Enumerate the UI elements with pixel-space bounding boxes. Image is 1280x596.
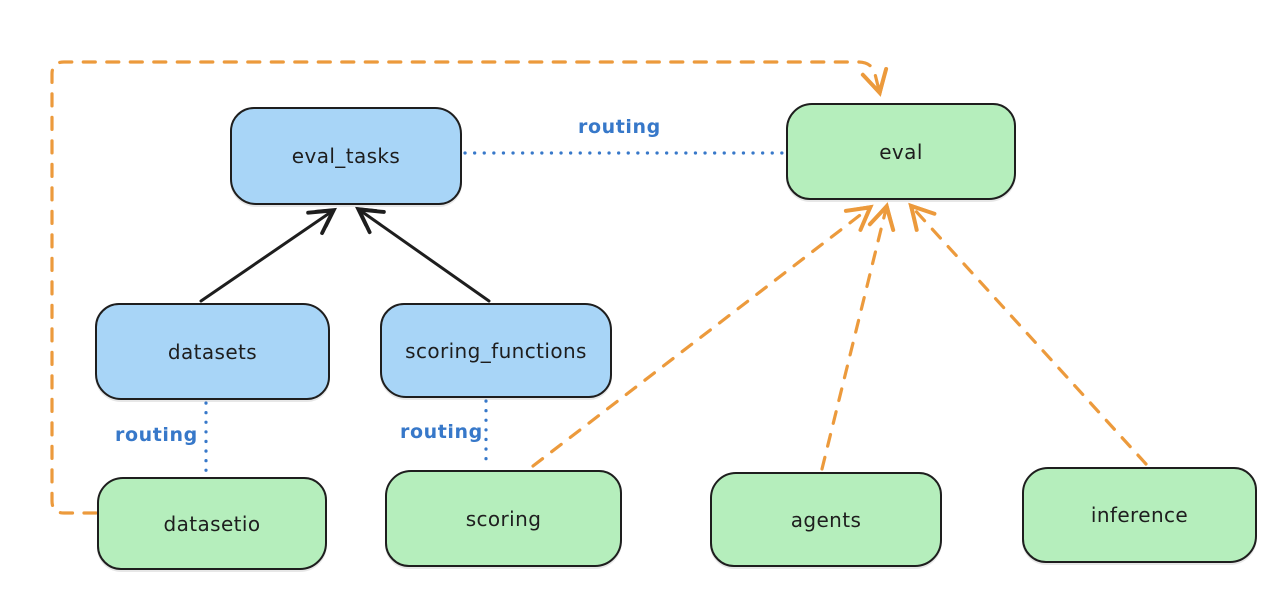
node-datasets-label: datasets: [167, 339, 258, 364]
node-agents-label: agents: [790, 507, 862, 532]
edge-label-routing-datasets-datasetio: routing: [115, 424, 198, 446]
edge-scoring-functions-to-eval-tasks: [355, 206, 491, 303]
node-scoring-label: scoring: [465, 506, 542, 531]
node-eval-label: eval: [879, 139, 923, 164]
edge-label-routing-scoring-functions-scoring: routing: [400, 421, 483, 443]
edge-agents-to-eval-dashed: [820, 202, 896, 471]
edge-scoring-to-eval-dashed: [531, 204, 874, 468]
node-scoring-functions-label: scoring_functions: [405, 338, 587, 363]
edge-inference-to-eval-dashed: [908, 202, 1148, 466]
edge-datasetio-to-eval-dashed: [50, 60, 889, 515]
node-inference: inference: [1022, 467, 1257, 563]
node-datasets: datasets: [95, 303, 330, 400]
node-inference-label: inference: [1090, 503, 1189, 527]
edge-datasets-to-eval-tasks: [199, 207, 337, 303]
node-eval-tasks-label: eval_tasks: [291, 144, 401, 168]
node-scoring-functions: scoring_functions: [380, 303, 612, 398]
node-datasetio: datasetio: [97, 477, 327, 570]
node-agents: agents: [710, 472, 942, 567]
node-datasetio-label: datasetio: [163, 511, 261, 536]
node-eval: eval: [786, 103, 1016, 200]
node-scoring: scoring: [385, 470, 622, 567]
edge-label-routing-eval-tasks-eval: routing: [578, 116, 661, 138]
node-eval-tasks: eval_tasks: [230, 107, 462, 205]
